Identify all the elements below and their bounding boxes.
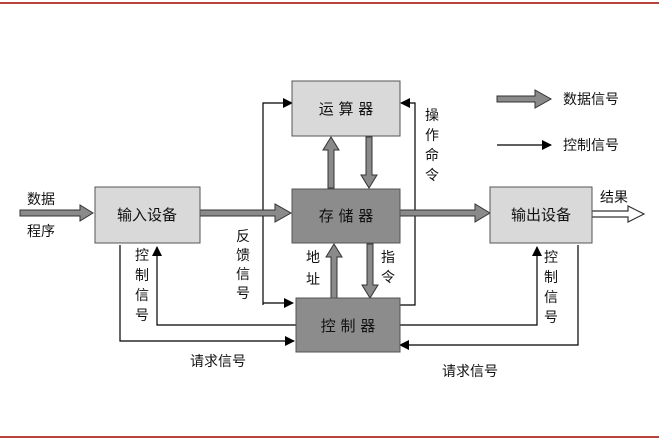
result-arrow (591, 205, 646, 223)
alu-to-memory-arrow (360, 136, 378, 189)
ctrl-right-line (400, 246, 542, 326)
feedback-char-2: 馈 (236, 248, 250, 264)
control-label: 控 制 器 (321, 317, 376, 335)
memory-to-output-arrow (399, 203, 491, 223)
memory-box: 存 储 器 (291, 188, 401, 244)
ctrl-left-char-3: 信 (135, 288, 149, 304)
address-arrow (325, 243, 343, 299)
output-device-box: 输出设备 (489, 186, 593, 244)
ctrl-right-char-2: 制 (544, 270, 558, 286)
feedback-char-3: 信 (236, 267, 250, 283)
control-lines (119, 98, 579, 350)
request-left-line (119, 245, 295, 346)
memory-to-alu-arrow (322, 136, 340, 189)
request-right-label: 请求信号 (442, 364, 498, 380)
output-device-label: 输出设备 (511, 206, 571, 224)
request-left-label: 请求信号 (190, 354, 246, 370)
input-to-memory-arrow (199, 203, 293, 223)
ctrl-left-line (152, 246, 297, 326)
operation-command-line (400, 98, 416, 306)
ctrl-left-char-4: 号 (135, 308, 149, 324)
memory-label: 存 储 器 (319, 207, 374, 225)
input-device-label: 输入设备 (117, 206, 177, 224)
feedback-char-1: 反 (236, 229, 250, 245)
request-right-line (399, 245, 579, 350)
alu-box: 运 算 器 (291, 80, 401, 137)
operation-cmd-char-2: 作 (425, 128, 439, 144)
data-arrows (19, 136, 491, 299)
ctrl-right-char-3: 信 (544, 290, 558, 306)
bottom-rule (0, 436, 659, 438)
legend-control-label: 控制信号 (563, 138, 619, 154)
ctrl-left-char-2: 制 (135, 268, 149, 284)
legend-data-arrow (496, 89, 553, 109)
feedback-alu-line (262, 98, 293, 305)
instruction-arrow (361, 243, 379, 299)
address-char-1: 地 (306, 250, 320, 266)
ctrl-right-char-4: 号 (544, 310, 558, 326)
result-label: 结果 (600, 190, 628, 206)
operation-cmd-char-3: 命 (425, 147, 439, 164)
top-rule (0, 2, 659, 4)
instruction-char-2: 令 (381, 270, 395, 286)
operation-cmd-char-1: 操 (425, 108, 439, 124)
input-device-box: 输入设备 (94, 186, 201, 244)
legend-data-label: 数据信号 (563, 92, 619, 108)
ctrl-left-char-1: 控 (135, 248, 149, 264)
operation-cmd-char-4: 令 (425, 168, 439, 184)
ctrl-right-char-1: 控 (544, 250, 558, 266)
instruction-char-1: 指 (381, 250, 395, 266)
alu-label: 运 算 器 (319, 100, 374, 118)
feedback-char-4: 号 (236, 286, 250, 302)
data-in-label-2: 程序 (27, 224, 55, 240)
control-box: 控 制 器 (295, 297, 401, 353)
legend: 数据信号 控制信号 (496, 89, 619, 154)
data-in-label-1: 数据 (27, 192, 55, 208)
address-char-2: 址 (306, 272, 320, 288)
data-in-arrow (19, 204, 94, 222)
